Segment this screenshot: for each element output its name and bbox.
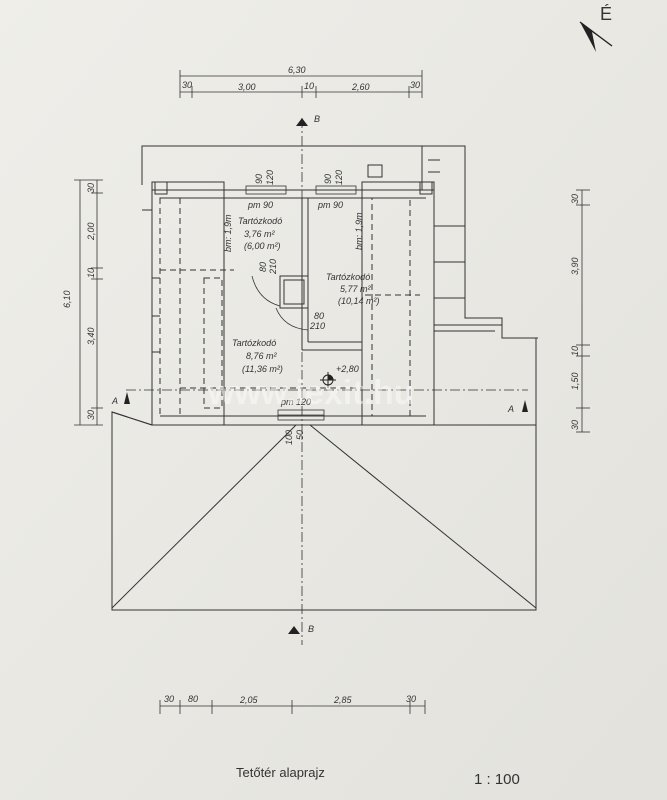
right-dimensions bbox=[576, 189, 590, 433]
left-dim-3: 3,40 bbox=[86, 327, 96, 345]
top-dim-2: 10 bbox=[304, 81, 314, 91]
door-2-width: 80 bbox=[314, 311, 324, 321]
section-arrow-a-left-icon bbox=[124, 392, 130, 404]
room-2-area-full: (10,14 m²) bbox=[338, 296, 380, 306]
window-pm90-a bbox=[245, 185, 287, 195]
door-1-height: 210 bbox=[268, 259, 278, 275]
top-dim-1: 3,00 bbox=[238, 82, 256, 92]
top-overall-dim: 6,30 bbox=[288, 65, 306, 75]
left-dim-1: 2,00 bbox=[86, 222, 96, 241]
left-dim-2: 10 bbox=[86, 268, 96, 278]
window-a-sill: 120 bbox=[265, 170, 275, 185]
section-arrow-b-bottom-icon bbox=[288, 626, 300, 634]
door-1-width: 80 bbox=[258, 262, 268, 272]
room-1-height: bm: 1,9m bbox=[223, 214, 233, 252]
room-3-area-full: (11,36 m²) bbox=[242, 364, 283, 374]
building-walls bbox=[141, 145, 538, 426]
lower-roof bbox=[111, 338, 537, 611]
level-marker-icon bbox=[320, 372, 336, 388]
gable-dim-1: 100 bbox=[284, 430, 294, 445]
left-dim-0: 30 bbox=[86, 183, 96, 193]
gable-dim-2: 50 bbox=[295, 430, 305, 440]
section-a-left-label: A bbox=[111, 396, 118, 406]
section-arrow-a-right-icon bbox=[522, 400, 528, 412]
window-pm120-label: pm 120 bbox=[280, 397, 311, 407]
bottom-dim-2: 2,05 bbox=[239, 695, 259, 705]
right-dim-2: 10 bbox=[570, 346, 580, 356]
bottom-dim-1: 80 bbox=[188, 694, 198, 704]
top-dim-3: 2,60 bbox=[351, 82, 370, 92]
top-dim-4: 30 bbox=[410, 80, 420, 90]
room-1-name: Tartózkodó bbox=[238, 216, 282, 226]
room-2-name: Tartózkodó bbox=[326, 272, 370, 282]
top-dim-0: 30 bbox=[182, 80, 192, 90]
room-1-area: 3,76 m² bbox=[244, 229, 276, 239]
section-arrow-b-top-icon bbox=[296, 118, 308, 126]
window-pm90-b bbox=[315, 185, 357, 195]
drawing-scale: 1 : 100 bbox=[474, 771, 520, 788]
window-b-sill: 120 bbox=[334, 170, 344, 185]
room-1-area-full: (6,00 m²) bbox=[244, 241, 281, 251]
door-2-height: 210 bbox=[309, 321, 325, 331]
bottom-dim-0: 30 bbox=[164, 694, 174, 704]
top-dimensions bbox=[179, 70, 423, 98]
drawing-title: Tetőtér alaprajz bbox=[236, 765, 325, 780]
room-3-area: 8,76 m² bbox=[246, 351, 278, 361]
left-dim-4: 30 bbox=[86, 410, 96, 420]
door-2 bbox=[275, 307, 309, 331]
left-dimensions bbox=[74, 179, 103, 426]
window-a-label: pm 90 bbox=[247, 200, 273, 210]
level-value: +2,80 bbox=[336, 364, 359, 374]
door-1 bbox=[251, 275, 281, 307]
right-dim-0: 30 bbox=[570, 194, 580, 204]
right-dim-4: 30 bbox=[570, 420, 580, 430]
north-label: É bbox=[600, 4, 612, 24]
section-b-top-label: B bbox=[314, 114, 320, 124]
right-dim-3: 1,50 bbox=[570, 372, 580, 390]
window-b-label: pm 90 bbox=[317, 200, 343, 210]
section-a-right-label: A bbox=[507, 404, 514, 414]
window-a-height: 90 bbox=[254, 174, 264, 184]
bottom-dim-4: 30 bbox=[406, 694, 416, 704]
room-2-height: bm: 1,9m bbox=[354, 212, 364, 250]
left-overall-dim: 6,10 bbox=[62, 290, 72, 308]
right-dim-1: 3,90 bbox=[570, 257, 580, 275]
bottom-dimensions bbox=[159, 700, 426, 714]
section-b-bottom-label: B bbox=[308, 624, 314, 634]
window-b-height: 90 bbox=[323, 174, 333, 184]
bottom-dim-3: 2,85 bbox=[333, 695, 353, 705]
north-arrow-icon: É bbox=[579, 4, 613, 52]
room-3-name: Tartózkodó bbox=[232, 338, 276, 348]
watermark: www.iexit.hu bbox=[207, 374, 415, 412]
window-pm120 bbox=[277, 409, 325, 421]
room-2-area: 5,77 m² bbox=[340, 284, 372, 294]
